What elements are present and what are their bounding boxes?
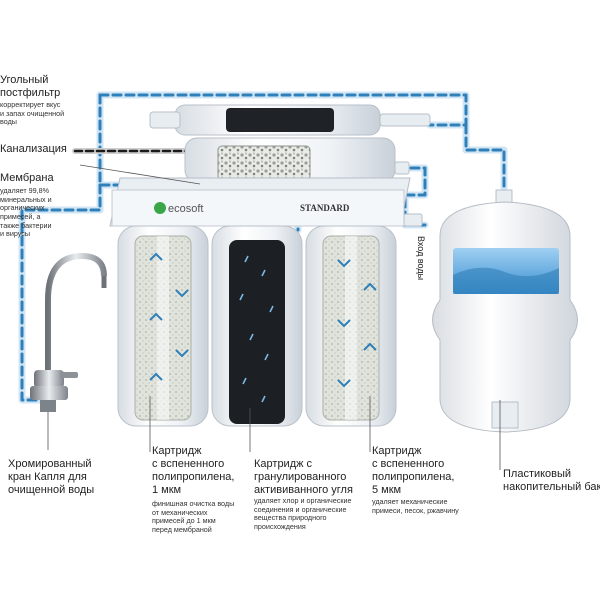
drain-label: Канализация <box>0 143 67 155</box>
cartridge-1-title: Картридж с вспененного полипропилена, 1 … <box>152 445 235 496</box>
chrome-faucet <box>30 252 107 412</box>
housing-3 <box>305 225 397 427</box>
postfilter-desc: корректирует вкус и запах очищенной воды <box>0 100 65 127</box>
membrane-desc: удаляет 99,8% минеральных и органических… <box>0 186 52 239</box>
brand-logo: ecosoft <box>168 203 203 215</box>
ecosoft-logo-icon <box>154 202 166 214</box>
tank-label: Пластиковый накопительный бак <box>503 468 600 493</box>
membrane-housing <box>184 137 410 183</box>
cartridge-3-desc: удаляет механические примеси, песок, ржа… <box>372 497 459 515</box>
storage-tank <box>432 189 578 433</box>
cartridge-2-title: Картридж с гранулированного актививанног… <box>254 458 353 496</box>
housing-1 <box>117 225 209 427</box>
leader-lines <box>47 164 501 470</box>
carbon-postfilter <box>149 104 431 136</box>
cartridge-2-desc: удаляет хлор и органические соединения и… <box>254 496 352 531</box>
cartridge-1-desc: финишная очистка воды от механических пр… <box>152 499 235 534</box>
faucet-label: Хромированный кран Капля для очищенной в… <box>8 458 95 496</box>
inlet-label: Вход воды <box>416 236 426 280</box>
flow-arrows <box>149 252 377 403</box>
membrane-title: Мембрана <box>0 172 54 184</box>
model-label: STANDARD <box>300 203 350 213</box>
filter-head: ecosoft STANDARD <box>109 177 423 227</box>
postfilter-title: Угольный постфильтр <box>0 74 61 99</box>
housing-2 <box>211 225 303 427</box>
cartridge-3-title: Картридж с вспененного полипропилена, 5 … <box>372 445 455 496</box>
